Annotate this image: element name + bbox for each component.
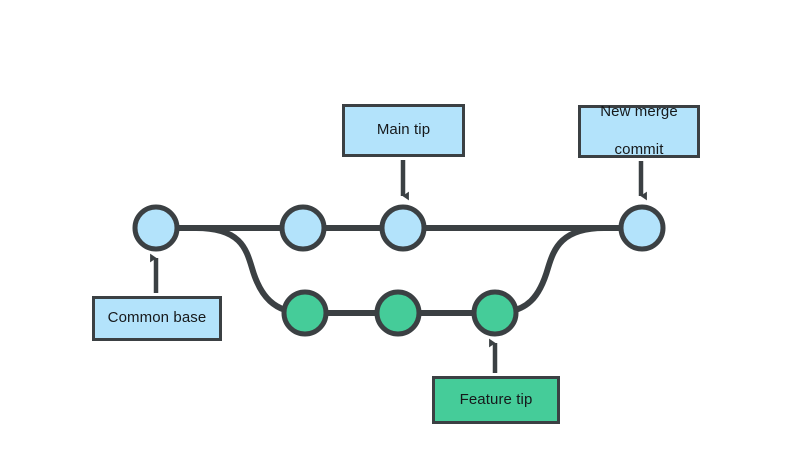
label-box-main-tip[interactable]: Main tip (342, 104, 465, 157)
label-main-tip-text: Main tip (376, 121, 431, 139)
label-box-common-base[interactable]: Common base (92, 296, 222, 341)
commit-node-main-1[interactable] (279, 204, 327, 252)
branch-off-curve (193, 225, 308, 316)
label-box-feature-tip[interactable]: Feature tip (432, 376, 560, 424)
commit-node-feature-1[interactable] (281, 289, 329, 337)
commit-node-feature-tip[interactable] (471, 289, 519, 337)
commit-node-main-tip[interactable] (379, 204, 427, 252)
merge-curve (492, 225, 607, 316)
commit-node-feature-2[interactable] (374, 289, 422, 337)
commit-node-common-base[interactable] (132, 204, 180, 252)
label-common-base-text: Common base (107, 309, 207, 327)
label-feature-tip-text: Feature tip (459, 390, 533, 408)
commit-node-merge[interactable] (618, 204, 666, 252)
